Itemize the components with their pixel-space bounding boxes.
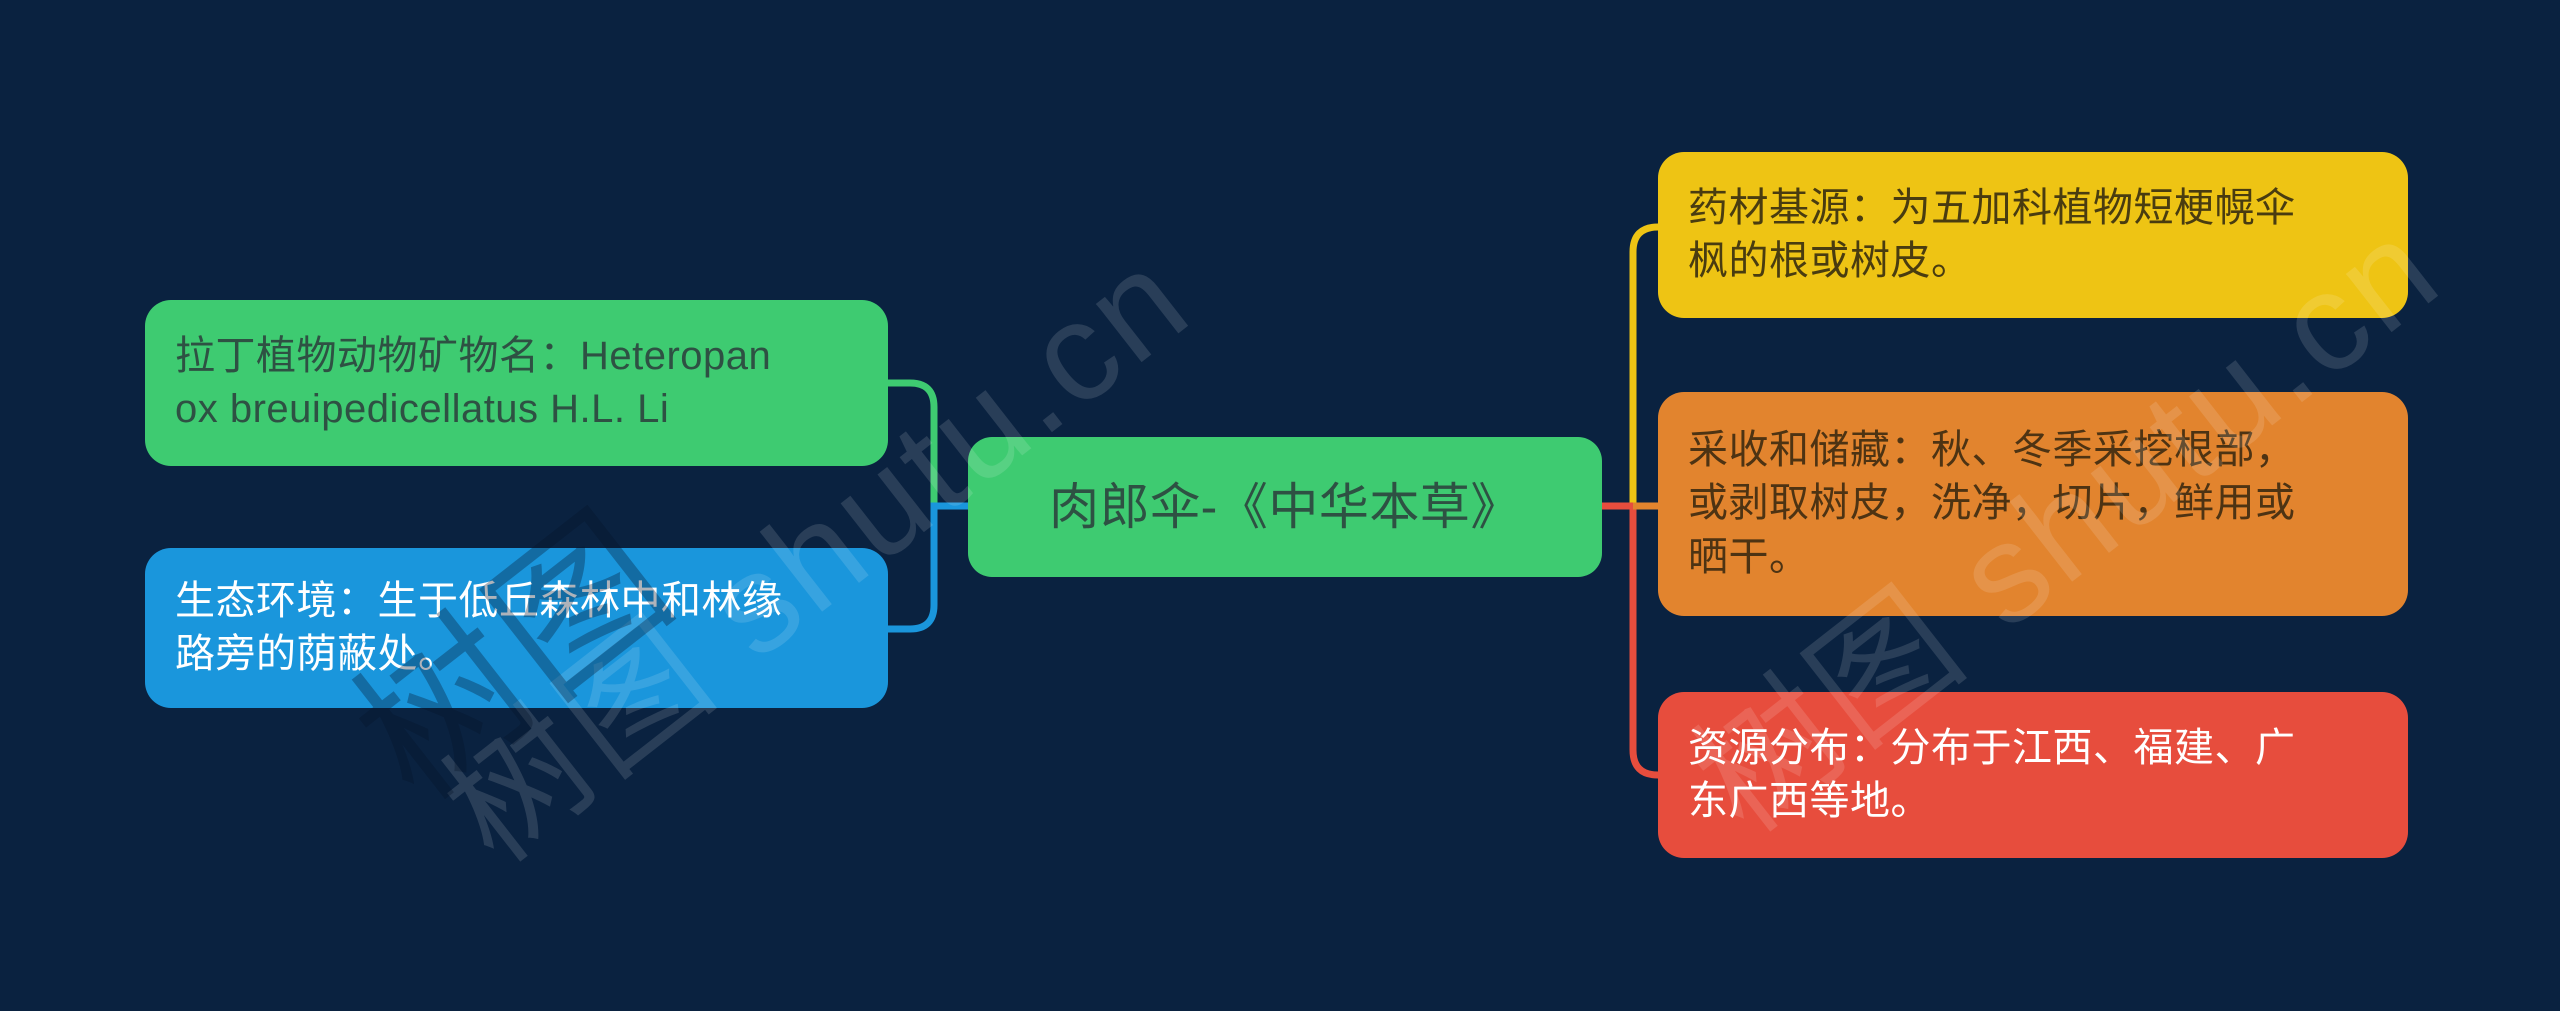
connector-latin-name: [882, 379, 938, 506]
center-topic-node[interactable]: 肉郎伞-《中华本草》: [968, 437, 1602, 577]
connector-material-source: [1629, 223, 1664, 506]
connector-ecology: [882, 502, 974, 633]
branch-node-distribution[interactable]: 资源分布：分布于江西、福建、广 东广西等地。: [1658, 692, 2408, 858]
branch-node-ecology[interactable]: 生态环境：生于低丘森林中和林缘 路旁的荫蔽处。: [145, 548, 888, 708]
connector-distribution: [1629, 506, 1664, 779]
branch-node-harvest-storage[interactable]: 采收和储藏：秋、冬季采挖根部， 或剥取树皮，洗净，切片，鲜用或 晒干。: [1658, 392, 2408, 616]
branch-node-latin-name[interactable]: 拉丁植物动物矿物名：Heteropan ox breuipedicellatus…: [145, 300, 888, 466]
branch-node-material-source[interactable]: 药材基源：为五加科植物短梗幌伞 枫的根或树皮。: [1658, 152, 2408, 318]
